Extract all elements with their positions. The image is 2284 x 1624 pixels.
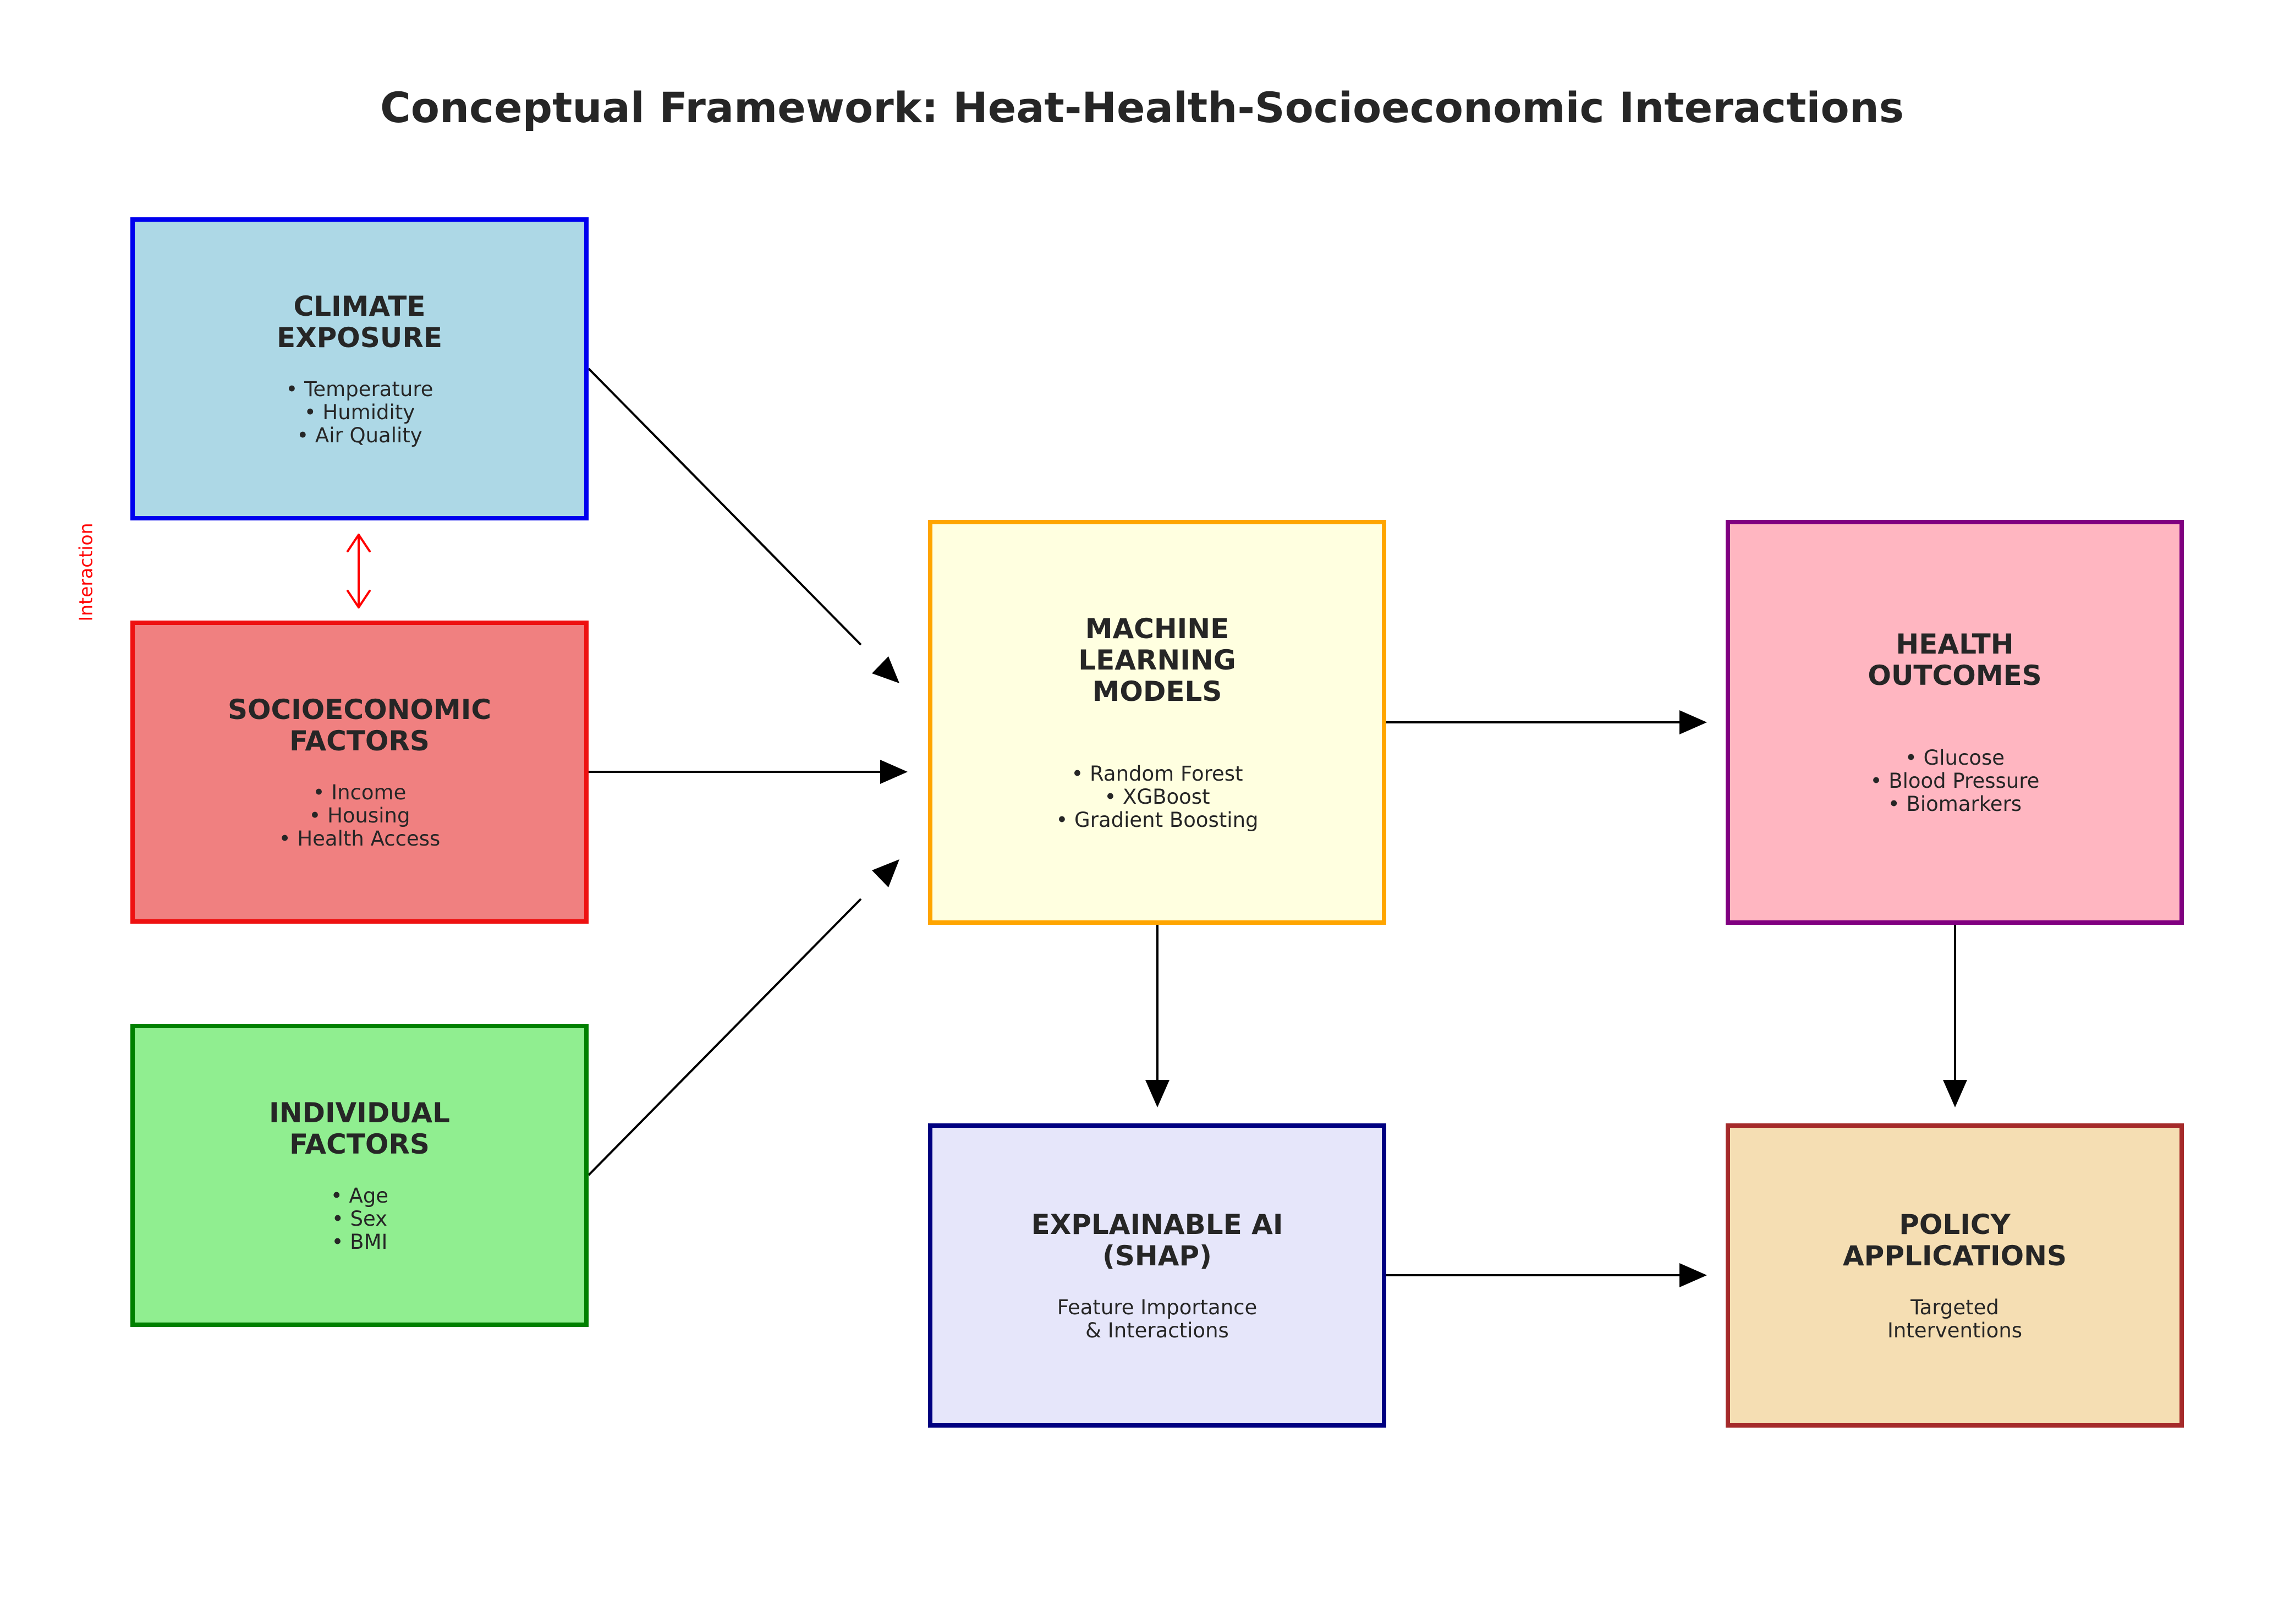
arrow-individual-to-ml [588,859,899,1176]
climate-exposure-details: • Temperature • Humidity • Air Quality [286,377,433,447]
interaction-double-arrow [347,534,371,608]
arrow-socio-to-ml [589,760,908,784]
individual-factors-details: • Age • Sex • BMI [330,1183,389,1254]
arrow-ml-to-health [1386,710,1707,734]
machine-learning-models-box: MACHINE LEARNING MODELS • Random Forest … [928,520,1386,925]
policy-applications-title: POLICY APPLICATIONS [1842,1208,2067,1272]
explainable-ai-details: Feature Importance & Interactions [1057,1295,1258,1342]
individual-factors-title: INDIVIDUAL FACTORS [269,1096,450,1160]
interaction-label: Interaction [75,523,97,622]
socioeconomic-factors-box: SOCIOECONOMIC FACTORS • Income • Housing… [130,621,589,924]
arrow-health-to-policy [1943,925,1967,1107]
individual-factors-box: INDIVIDUAL FACTORS • Age • Sex • BMI [130,1024,589,1327]
arrow-ml-to-xai [1145,925,1170,1107]
climate-exposure-box: CLIMATE EXPOSURE • Temperature • Humidit… [130,217,589,520]
policy-applications-box: POLICY APPLICATIONS Targeted Interventio… [1726,1123,2184,1428]
explainable-ai-box: EXPLAINABLE AI (SHAP) Feature Importance… [928,1123,1386,1428]
explainable-ai-title: EXPLAINABLE AI (SHAP) [1031,1208,1283,1272]
arrow-xai-to-policy [1386,1263,1707,1287]
health-outcomes-box: HEALTH OUTCOMES • Glucose • Blood Pressu… [1726,520,2184,925]
socioeconomic-factors-details: • Income • Housing • Health Access [278,780,441,851]
arrow-climate-to-ml [588,367,899,683]
machine-learning-models-title: MACHINE LEARNING MODELS [1078,612,1236,707]
policy-applications-details: Targeted Interventions [1887,1295,2023,1342]
machine-learning-models-details: • Random Forest • XGBoost • Gradient Boo… [1056,761,1259,832]
diagram-title: Conceptual Framework: Heat-Health-Socioe… [380,83,1904,132]
health-outcomes-title: HEALTH OUTCOMES [1868,628,2042,692]
climate-exposure-title: CLIMATE EXPOSURE [276,290,443,354]
health-outcomes-details: • Glucose • Blood Pressure • Biomarkers [1870,746,2040,816]
socioeconomic-factors-title: SOCIOECONOMIC FACTORS [227,693,492,757]
